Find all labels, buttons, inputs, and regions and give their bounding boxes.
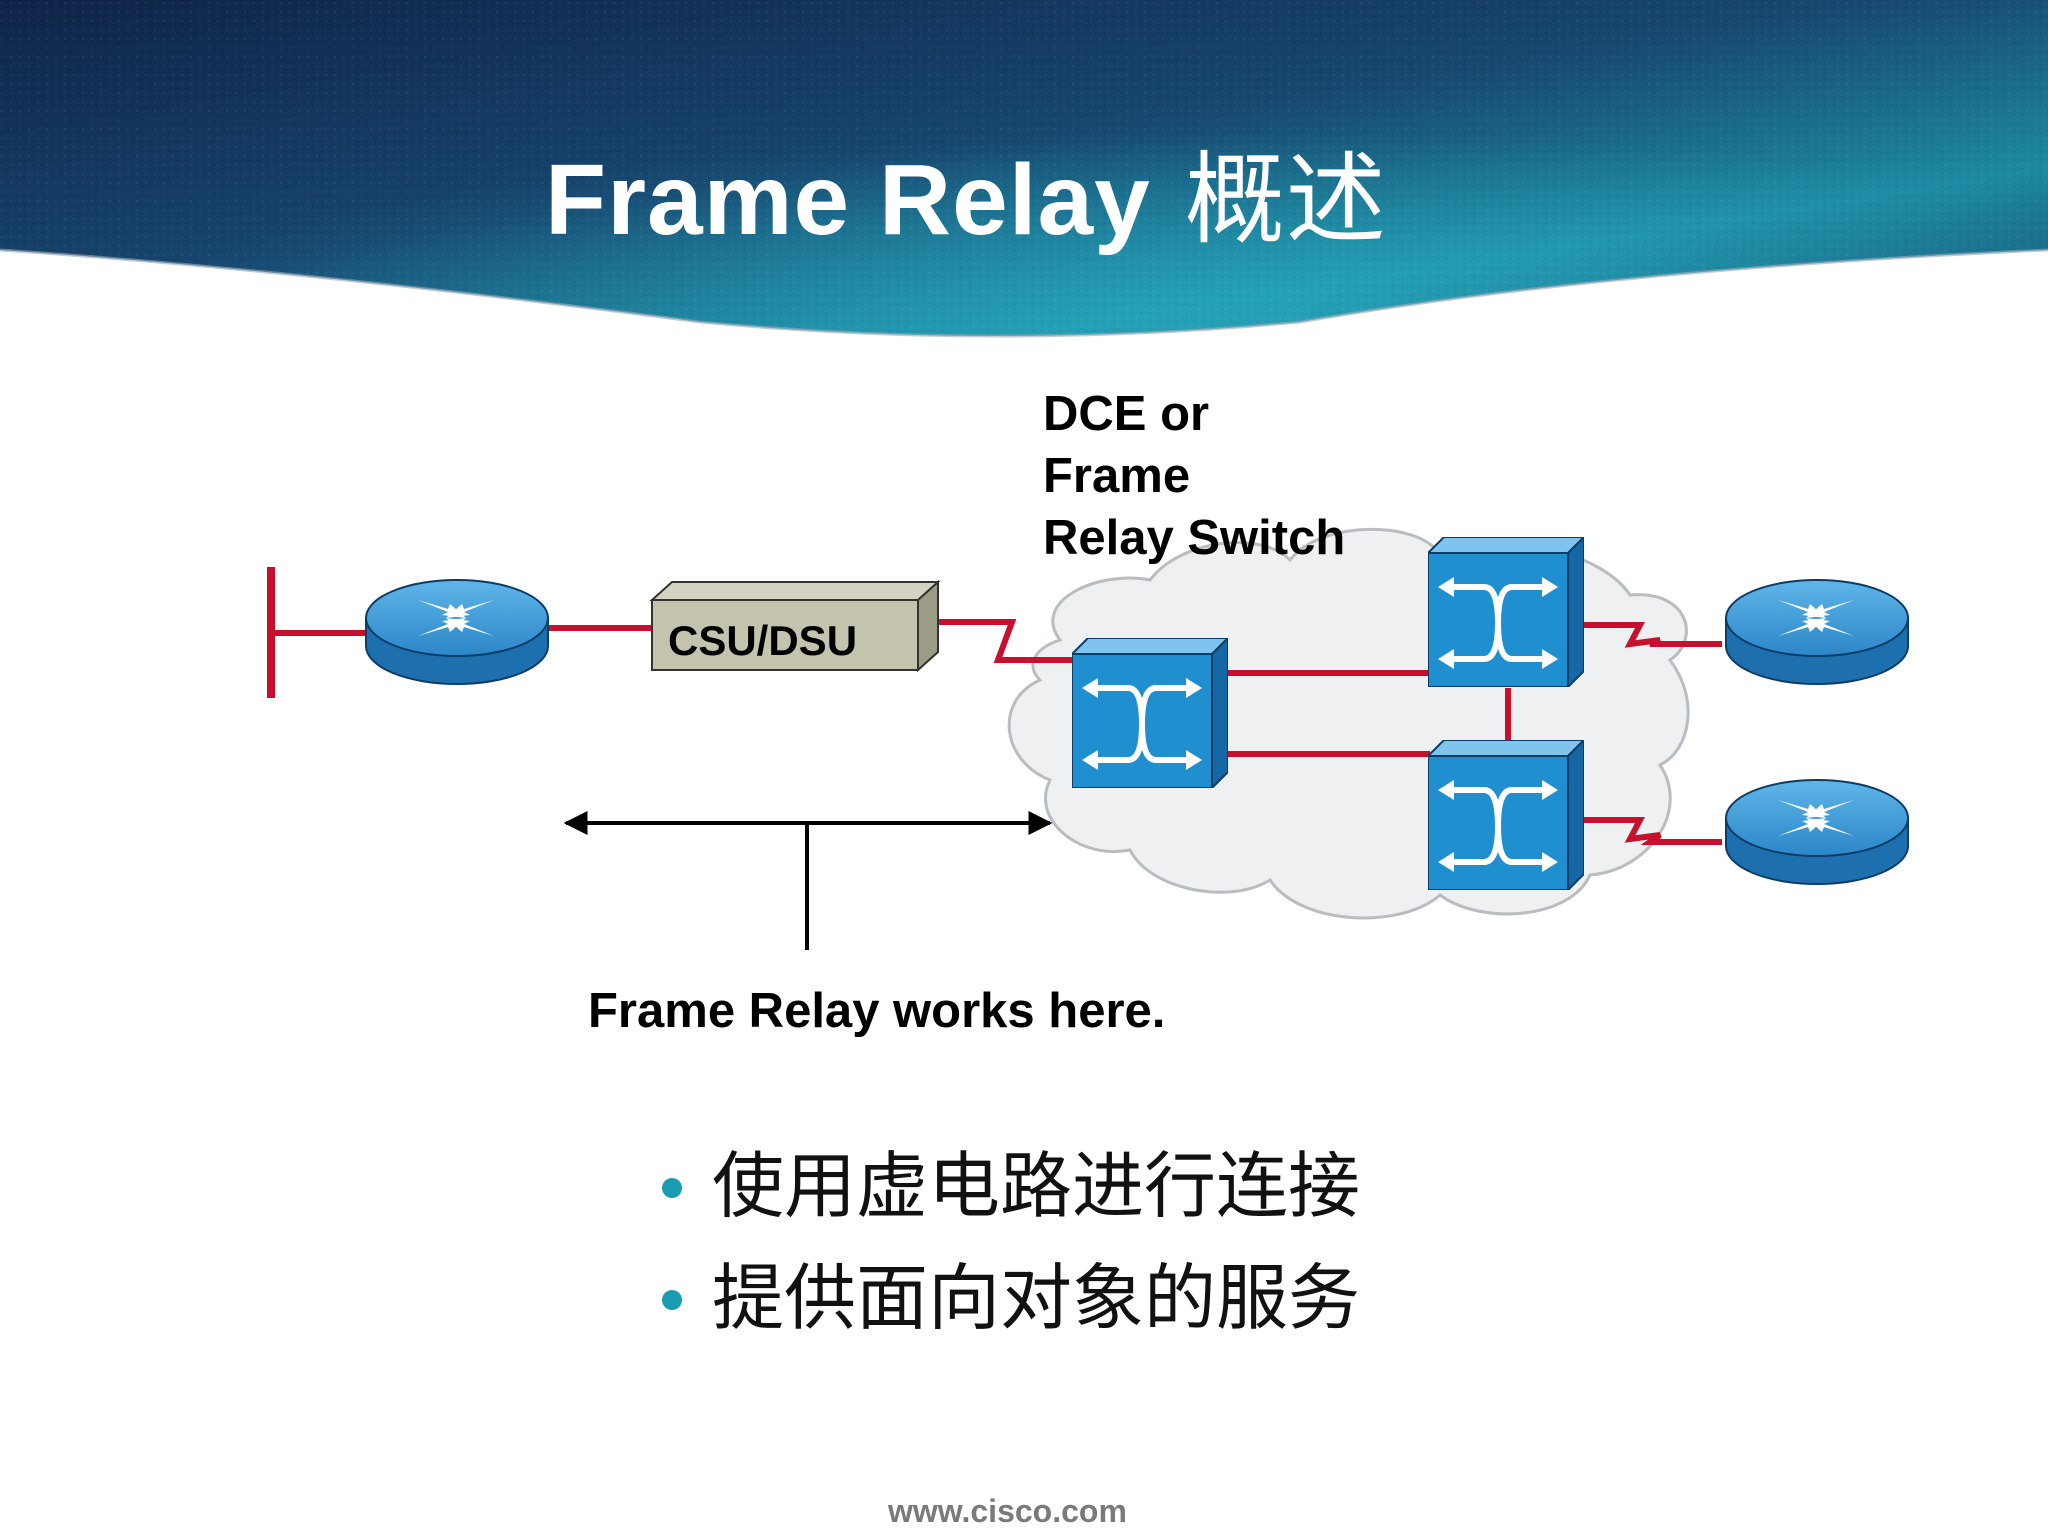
csu-dsu-device bbox=[649, 579, 941, 673]
header-banner bbox=[0, 0, 2048, 338]
link-switch-b-router-2 bbox=[1580, 622, 1722, 648]
footer-url: www.cisco.com bbox=[888, 1493, 1127, 1529]
dce-label-line: Relay Switch bbox=[1043, 511, 1346, 565]
lan-segment bbox=[267, 567, 368, 698]
dce-switch-label: DCE or Frame Relay Switch bbox=[1043, 383, 1345, 569]
title-text-cn: 概述 bbox=[1184, 141, 1387, 258]
bullet-dot-icon bbox=[662, 1178, 682, 1198]
switch-top-right-icon bbox=[1428, 537, 1584, 687]
bullet-item: 使用虚电路进行连接 bbox=[660, 1130, 1360, 1242]
switch-entry-icon bbox=[1072, 638, 1228, 788]
bullet-item: 提供面向对象的服务 bbox=[660, 1242, 1360, 1354]
bullet-list: 使用虚电路进行连接 提供面向对象的服务 bbox=[660, 1130, 1360, 1354]
frame-relay-scope-label: Frame Relay works here. bbox=[588, 984, 1166, 1038]
scope-arrow bbox=[563, 811, 1053, 950]
link-csu-switch bbox=[938, 619, 1072, 663]
slide-title: Frame Relay 概述 bbox=[545, 118, 1387, 263]
link-switch-c-router-3 bbox=[1580, 817, 1722, 845]
switch-bottom-right-icon bbox=[1428, 740, 1584, 890]
bullet-text: 使用虚电路进行连接 bbox=[712, 1144, 1361, 1228]
links bbox=[546, 619, 1722, 845]
bullet-text: 提供面向对象的服务 bbox=[712, 1256, 1361, 1340]
title-text: Frame Relay bbox=[545, 144, 1151, 256]
csu-dsu-label: CSU/DSU bbox=[668, 617, 858, 664]
router-left-icon bbox=[365, 579, 549, 685]
router-right-top-icon bbox=[1725, 579, 1909, 685]
router-right-bottom-icon bbox=[1725, 779, 1909, 885]
dce-label-line: Frame bbox=[1043, 449, 1191, 503]
dce-label-line: DCE or bbox=[1043, 387, 1210, 441]
bullet-dot-icon bbox=[662, 1290, 682, 1310]
